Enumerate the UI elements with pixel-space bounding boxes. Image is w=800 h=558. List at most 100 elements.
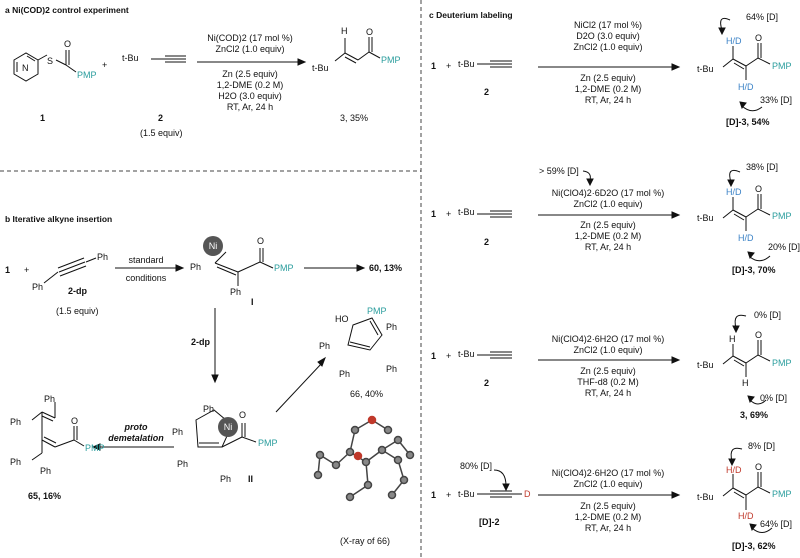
int1-label: I [251,297,254,307]
row4-plus: + [446,490,452,500]
row3-product-tbu: t-Bu [697,360,714,370]
reactant1-pmp: PMP [77,70,97,80]
product-label: 3, 35% [340,113,369,123]
p66-pmp: PMP [367,306,387,316]
panel-b-title: b Iterative alkyne insertion [5,214,113,224]
ni-sphere-1: Ni [203,236,223,256]
row2-bottom-percent: 20% [D] [768,242,800,252]
row4-structures [477,447,773,533]
row1-cond-b2: 1,2-DME (0.2 M) [574,84,642,94]
conditions-above-2: ZnCl2 (1.0 equiv) [215,44,285,54]
row1-cond-a1: NiCl2 (17 mol %) [573,20,642,30]
row2-cond-a1: Ni(ClO4)2·6D2O (17 mol %) [551,188,665,198]
row1-top-percent: 64% [D] [746,12,779,22]
pyridine-ring [13,52,39,82]
row2-cond-b2: 1,2-DME (0.2 M) [574,231,642,241]
product-tbu: t-Bu [312,63,329,73]
int1-pmp: PMP [274,263,294,273]
row3-cond-b1: Zn (2.5 equiv) [580,366,636,376]
row2-structures [477,169,771,262]
int2-oxygen: O [239,410,247,420]
p66-ph2: Ph [319,341,331,351]
plus-sign: + [102,60,108,70]
row3-cond-b2: THF-d8 (0.2 M) [577,377,639,387]
conditions-below-4: RT, Ar, 24 h [226,102,274,112]
row2-product-label: [D]-3, 70% [732,265,776,275]
row1-pmp: PMP [772,61,792,71]
start-label: 1 [5,265,11,275]
row3-cond-a2: ZnCl2 (1.0 equiv) [573,345,643,355]
row4-bottom-hd: H/D [738,511,754,521]
p66-ph4: Ph [386,364,398,374]
row1-cond-b3: RT, Ar, 24 h [584,95,632,105]
down-arrow-label: 2-dp [191,337,210,347]
alkyne-ph-bottom: Ph [32,282,44,292]
product-h: H [341,26,348,36]
row3-plus: + [446,351,452,361]
int1-oxygen: O [257,236,265,246]
row1-cond-a2: D2O (3.0 equiv) [576,31,640,41]
row3-pmp: PMP [772,358,792,368]
row4-cond-b1: Zn (2.5 equiv) [580,501,636,511]
proto-label: proto [124,422,148,432]
row2-pre-note: > 59% [D] [539,166,579,176]
row4-cond-a1: Ni(ClO4)2·6H2O (17 mol %) [551,468,665,478]
int2-ph4: Ph [220,474,232,484]
row1-top-hd: H/D [726,36,742,46]
row1-start: 1 [431,61,437,71]
oxygen: O [64,39,72,49]
product-pmp: PMP [381,55,401,65]
product66-label: 66, 40% [350,389,384,399]
row3-top-percent: 0% [D] [754,310,782,320]
panel-c-title: c Deuterium labeling [429,10,513,20]
pyridine-n: N [22,63,29,73]
row2-plus: + [446,209,452,219]
product60-text: 60, 13% [369,263,403,273]
row4-alkyne-label: [D]-2 [479,517,500,527]
int1-ph1: Ph [190,262,202,272]
row2-bottom-hd: H/D [738,233,754,243]
row1-bottom-percent: 33% [D] [760,95,793,105]
row4-oxygen: O [755,462,763,472]
conditions-above-1: Ni(COD)2 (17 mol %) [207,33,293,43]
row1-bottom-hd: H/D [738,82,754,92]
p65-ph1: Ph [44,394,56,404]
p65-oxygen: O [71,416,79,426]
row3-oxygen: O [755,330,763,340]
int2-label: II [248,474,254,484]
row4-product-label: [D]-3, 62% [732,541,776,551]
row2-tbu: t-Bu [458,207,475,217]
row4-bottom-percent: 64% [D] [760,519,793,529]
row1-cond-b1: Zn (2.5 equiv) [580,73,636,83]
row2-pmp: PMP [772,211,792,221]
int2-ph3: Ph [177,459,189,469]
row2-top-percent: 38% [D] [746,162,779,172]
row4-cond-a2: ZnCl2 (1.0 equiv) [573,479,643,489]
product60-label: 60, 13% [369,263,402,274]
row3-cond-a1: Ni(ClO4)2·6H2O (17 mol %) [551,334,665,344]
conditions-below-1: Zn (2.5 equiv) [222,69,278,79]
sulfur: S [47,56,54,66]
p65-ph4: Ph [40,466,52,476]
row4-pre-note: 80% [D] [460,461,493,471]
row3-structures [477,314,771,405]
row4-pmp: PMP [772,489,792,499]
row4-top-hd: H/D [726,465,742,475]
row4-tbu: t-Bu [458,489,475,499]
panel-a-title: a Ni(COD)2 control experiment [5,5,129,15]
row2-product-tbu: t-Bu [697,213,714,223]
alkyne-label: 2-dp [68,286,87,296]
row3-alkyne-label: 2 [484,378,490,388]
xray-caption: (X-ray of 66) [340,536,391,546]
row3-top-h: H [729,334,736,344]
row3-bottom-h: H [742,378,749,388]
row4-cond-b3: RT, Ar, 24 h [584,523,632,533]
row2-top-hd: H/D [726,187,742,197]
int1-ph2: Ph [230,287,242,297]
p65-ph2: Ph [10,417,22,427]
conditions-below-3: H2O (3.0 equiv) [218,91,282,101]
row4-product-tbu: t-Bu [697,492,714,502]
row2-cond-a2: ZnCl2 (1.0 equiv) [573,199,643,209]
row3-start: 1 [431,351,437,361]
